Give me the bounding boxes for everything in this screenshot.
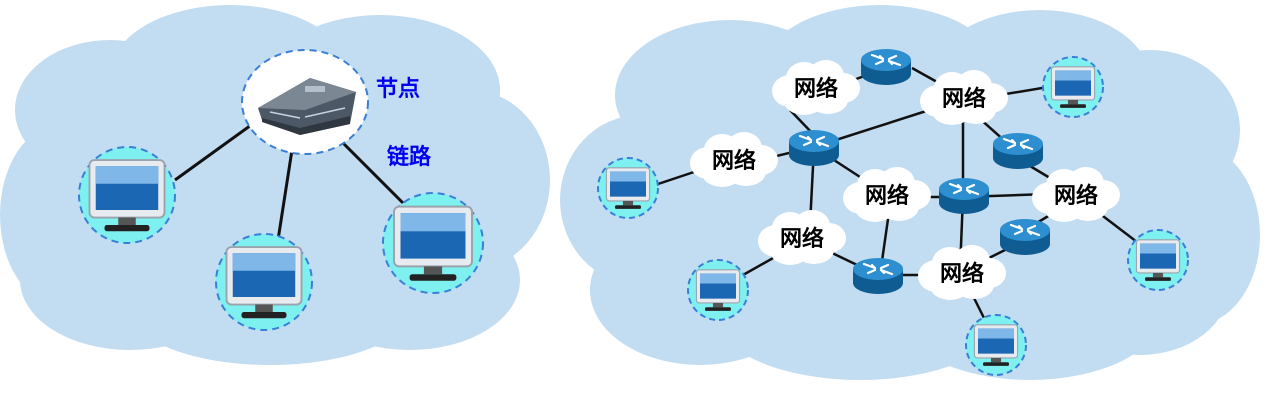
network-label: 网络 <box>940 261 984 287</box>
switch-icon <box>258 78 356 135</box>
network-cloud: 网络 <box>772 60 860 115</box>
right-computer <box>965 314 1027 376</box>
network-cloud: 网络 <box>1032 167 1120 222</box>
network-cloud: 网络 <box>920 70 1008 125</box>
link-line <box>276 149 294 241</box>
router-icon <box>787 128 841 168</box>
router-icon <box>991 131 1045 171</box>
link-label: 链路 <box>387 144 432 170</box>
network-label: 网络 <box>780 226 824 252</box>
node-label: 节点 <box>376 76 420 102</box>
router-icon <box>998 217 1052 257</box>
network-label: 网络 <box>865 183 909 209</box>
router-icon <box>859 47 913 87</box>
network-cloud: 网络 <box>690 132 778 187</box>
network-cloud: 网络 <box>918 245 1006 300</box>
network-label: 网络 <box>1054 183 1098 209</box>
right-computer <box>1127 229 1189 291</box>
left-computer <box>78 146 176 244</box>
router-icon <box>851 256 905 296</box>
node-switch <box>241 49 369 155</box>
network-label: 网络 <box>712 148 756 174</box>
left-computer <box>382 192 484 294</box>
network-label: 网络 <box>942 86 986 112</box>
right-computer <box>597 157 659 219</box>
right-computer <box>687 259 749 321</box>
left-computer <box>215 233 313 331</box>
network-cloud: 网络 <box>843 167 931 222</box>
link-line <box>333 133 407 207</box>
network-label: 网络 <box>794 76 838 102</box>
right-computer <box>1042 56 1104 118</box>
network-cloud: 网络 <box>758 210 846 265</box>
router-icon <box>937 176 991 216</box>
